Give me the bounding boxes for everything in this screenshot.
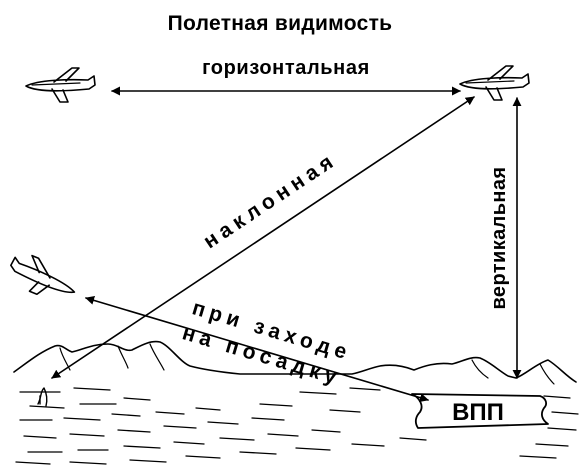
runway-sign (411, 393, 549, 429)
vertical-visibility-label: вертикальная (488, 166, 510, 309)
ground-marker (37, 387, 48, 407)
terrain-hills (13, 340, 577, 383)
approach-visibility-arrow (85, 296, 429, 402)
airplane-icon (459, 65, 530, 101)
horizontal-visibility-label: горизонтальная (202, 57, 370, 79)
diagram-title: Полетная видимость (168, 12, 393, 35)
slant-visibility-label: наклонная (199, 148, 341, 253)
airplane-icon (25, 67, 96, 103)
ground-strokes (15, 387, 579, 465)
terrain-shading (59, 343, 555, 385)
airplane-icon (10, 254, 76, 296)
runway-label: ВПП (452, 399, 504, 426)
